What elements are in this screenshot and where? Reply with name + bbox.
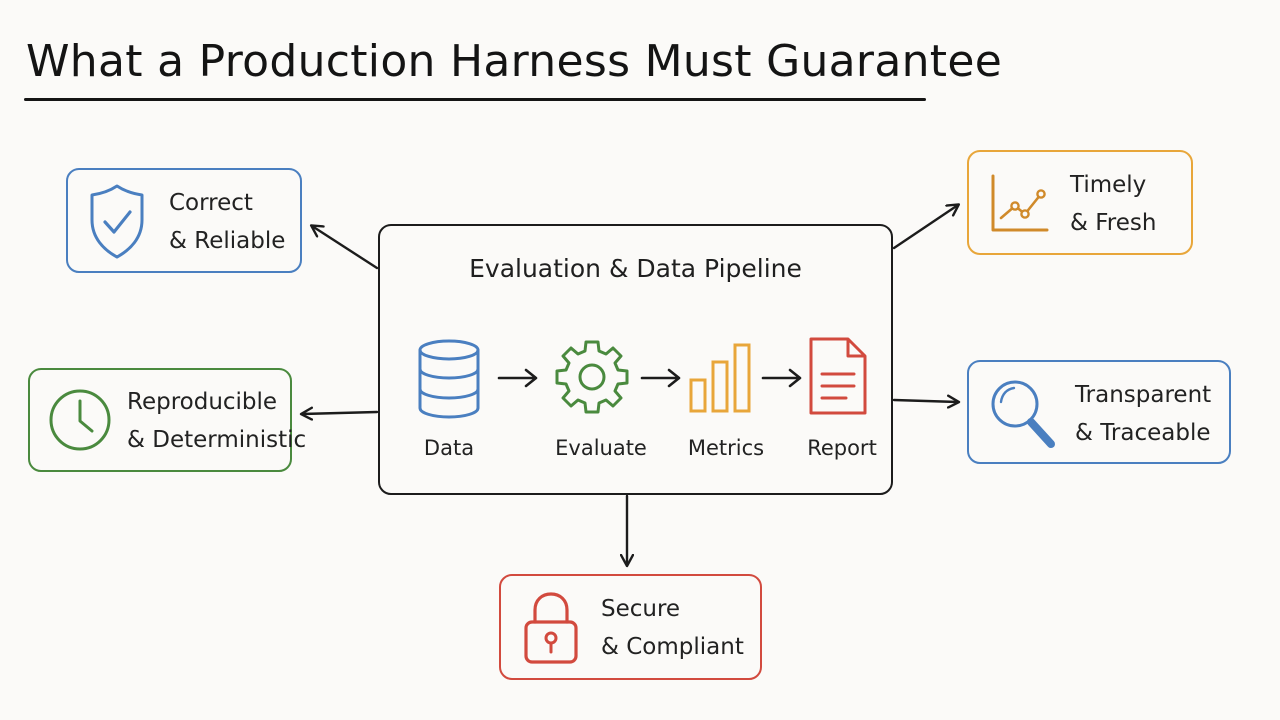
card-correct-line2: & Reliable [169, 228, 286, 254]
document-icon [809, 337, 867, 415]
card-secure-line2: & Compliant [601, 634, 744, 660]
database-icon [418, 339, 480, 419]
stage-metrics-label: Metrics [687, 436, 765, 460]
title-underline [24, 98, 926, 101]
shield-check-icon [90, 184, 144, 259]
pipeline-box: Evaluation & Data Pipeline Data Evaluate… [378, 224, 893, 495]
card-reproducible-deterministic: Reproducible & Deterministic [28, 368, 306, 472]
card-timely-line2: & Fresh [1070, 210, 1157, 236]
edge-to-transparent [892, 400, 958, 402]
card-timely-fresh: Timely & Fresh [967, 150, 1193, 255]
card-reproducible-line2: & Deterministic [127, 427, 307, 453]
card-transparent-line2: & Traceable [1075, 420, 1211, 446]
gear-icon [555, 340, 629, 414]
padlock-icon [524, 592, 578, 664]
card-correct-line1: Correct [169, 190, 253, 216]
card-correct-reliable: Correct & Reliable [66, 168, 302, 273]
arrow-right-icon [761, 368, 802, 388]
bar-chart-icon [689, 343, 751, 413]
clock-icon [49, 389, 111, 451]
card-transparent-traceable: Transparent & Traceable [967, 360, 1231, 464]
stage-data-label: Data [423, 436, 475, 460]
line-chart-icon [991, 174, 1049, 232]
stage-report-label: Report [807, 436, 877, 460]
arrow-right-icon [640, 368, 681, 388]
stage-evaluate: Evaluate [553, 226, 647, 460]
arrow-right-icon [497, 368, 538, 388]
stage-report: Report [807, 226, 888, 460]
card-secure-line1: Secure [601, 596, 681, 622]
pipeline-title: Evaluation & Data Pipeline [469, 254, 802, 283]
stage-evaluate-label: Evaluate [555, 436, 647, 460]
stage-metrics: Metrics [688, 226, 768, 460]
magnifier-icon [991, 380, 1055, 448]
page-title: What a Production Harness Must Guarantee [26, 36, 1003, 87]
card-reproducible-line1: Reproducible [127, 389, 278, 415]
stage-data: Data [416, 226, 496, 460]
edge-to-timely [892, 205, 958, 250]
card-secure-compliant: Secure & Compliant [499, 574, 762, 680]
card-timely-line1: Timely [1070, 172, 1147, 198]
edge-to-reproducible [302, 412, 379, 414]
edge-to-correct [312, 226, 379, 270]
card-transparent-line1: Transparent [1075, 382, 1212, 408]
